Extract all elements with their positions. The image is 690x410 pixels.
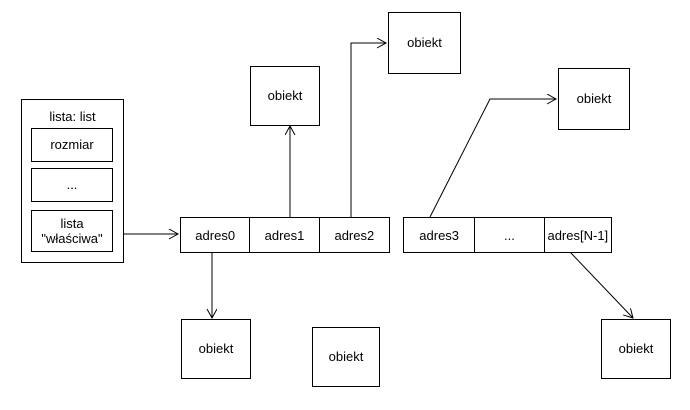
array-cell-adres1: adres1 <box>250 218 320 252</box>
object-box-adres1-label: obiekt <box>267 88 303 104</box>
field-lista-wlasciwa: lista "właściwa" <box>31 210 113 252</box>
object-box-adres2-label: obiekt <box>407 35 442 51</box>
object-box-adres0-label: obiekt <box>198 341 234 357</box>
array-cell-adres-n-1-label: adres[N-1] <box>547 227 609 243</box>
object-box-adres-n-1: obiekt <box>601 319 671 379</box>
connector-adres-n-1-to-object <box>569 251 633 318</box>
array-cell-adres2-label: adres2 <box>334 227 375 243</box>
array-cell-adres0: adres0 <box>181 218 251 252</box>
object-box-adres1: obiekt <box>250 66 320 126</box>
object-box-adres3-label: obiekt <box>576 91 612 107</box>
object-box-adres0: obiekt <box>181 319 251 379</box>
array-cell-ellipsis: ... <box>475 218 545 252</box>
array-cell-adres1-label: adres1 <box>264 227 305 243</box>
connector-adres3-to-object <box>429 99 556 218</box>
struct-title: lista: list <box>49 109 96 124</box>
array-cell-ellipsis-label: ... <box>504 227 515 243</box>
array-cell-adres3: adres3 <box>404 218 476 252</box>
field-lista-wlasciwa-label: lista "właściwa" <box>41 215 103 246</box>
field-rozmiar-label: rozmiar <box>50 137 94 153</box>
array-segment-right: adres3 ... adres[N-1] <box>403 217 612 253</box>
connector-adres2-to-object <box>350 43 386 217</box>
array-cell-adres2: adres2 <box>320 218 389 252</box>
array-cell-adres0-label: adres0 <box>195 227 236 243</box>
array-cell-adres3-label: adres3 <box>419 227 460 243</box>
object-box-unlinked: obiekt <box>312 327 380 387</box>
object-box-adres-n-1-label: obiekt <box>618 341 654 357</box>
object-box-adres2: obiekt <box>388 12 461 74</box>
field-ellipsis-label: ... <box>66 177 78 193</box>
array-cell-adres-n-1: adres[N-1] <box>545 218 611 252</box>
object-box-unlinked-label: obiekt <box>328 349 364 365</box>
field-ellipsis: ... <box>31 168 113 202</box>
field-rozmiar: rozmiar <box>31 128 113 162</box>
array-segment-left: adres0 adres1 adres2 <box>180 217 390 253</box>
object-box-adres3: obiekt <box>558 68 630 130</box>
